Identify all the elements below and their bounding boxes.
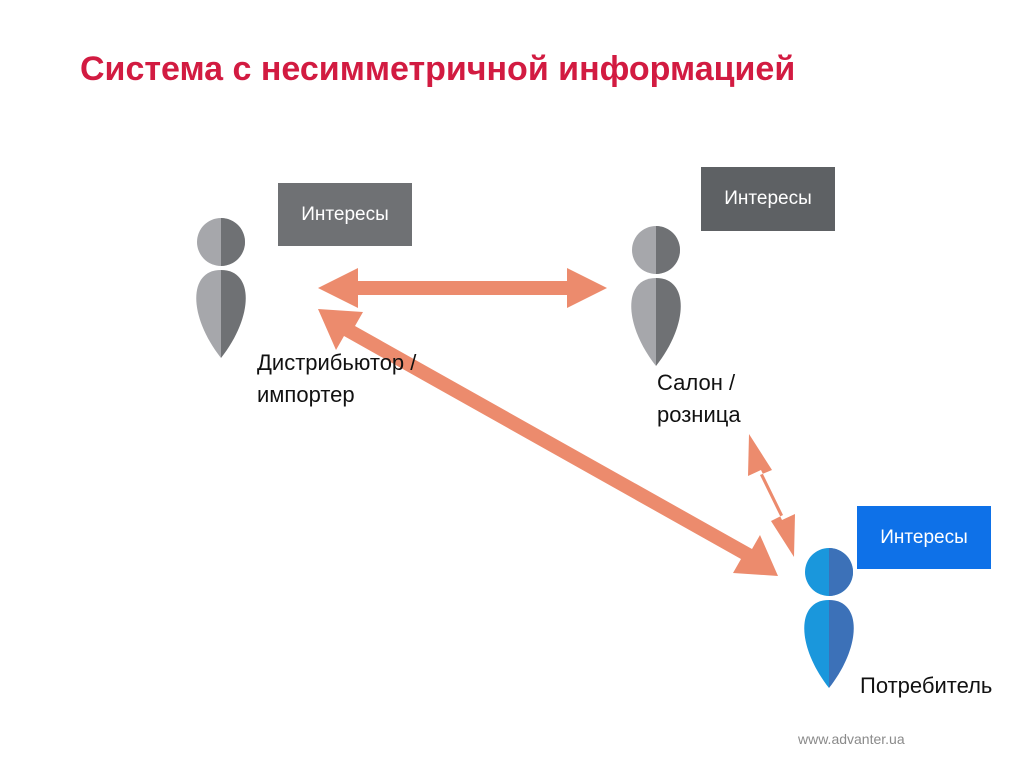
distributor-name-line1: Дистрибьютор / bbox=[257, 350, 417, 375]
distributor-name: Дистрибьютор / импортер bbox=[257, 347, 416, 411]
distributor-person-icon bbox=[196, 218, 246, 358]
consumer-name: Потребитель bbox=[860, 673, 993, 698]
salon-person-icon bbox=[631, 226, 681, 366]
distributor-interests-label: Интересы bbox=[301, 203, 389, 225]
consumer-interests-label: Интересы bbox=[880, 526, 968, 548]
consumer-interests-box: Интересы bbox=[857, 506, 991, 569]
salon-name-line2: розница bbox=[657, 402, 741, 427]
distributor-interests-box: Интересы bbox=[278, 183, 412, 246]
consumer-person-icon bbox=[804, 548, 854, 688]
double-arrow-distributor-consumer bbox=[318, 309, 778, 576]
distributor-name-line2: импортер bbox=[257, 382, 355, 407]
double-arrow-salon-consumer bbox=[748, 434, 795, 557]
salon-interests-box: Интересы bbox=[701, 167, 835, 231]
page-title: Система с несимметричной информацией bbox=[80, 50, 796, 88]
double-arrow-distributor-salon bbox=[318, 268, 607, 308]
salon-name-line1: Салон / bbox=[657, 370, 736, 395]
footer-url: www.advanter.ua bbox=[798, 731, 905, 747]
salon-interests-label: Интересы bbox=[724, 188, 812, 209]
salon-name: Салон / розница bbox=[657, 367, 741, 431]
